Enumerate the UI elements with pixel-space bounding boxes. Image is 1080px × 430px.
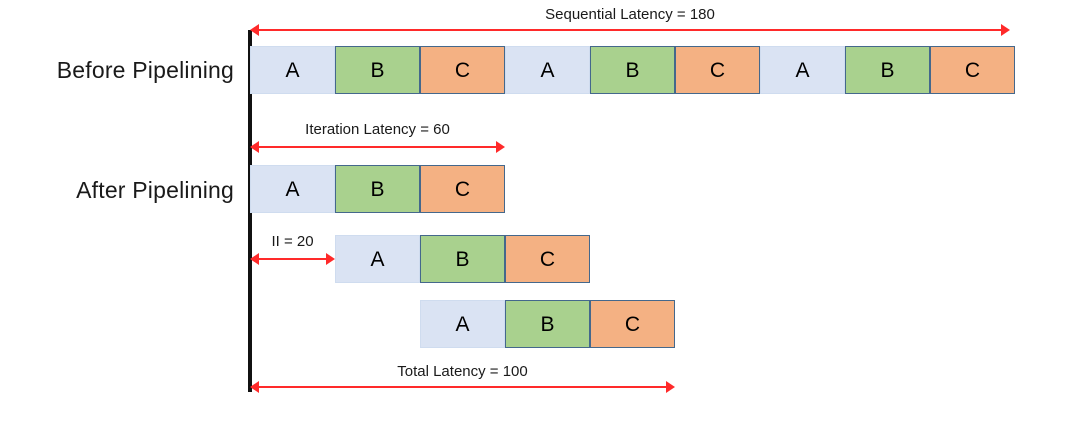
- row-label-after-pipelining: After Pipelining: [76, 177, 234, 203]
- arrow-head-right-icon: [1001, 24, 1010, 36]
- initiation-interval-caption: II = 20: [271, 233, 314, 250]
- stage-box-b: B: [845, 46, 930, 94]
- stage-box-c: C: [590, 300, 675, 348]
- stage-box-c: C: [930, 46, 1015, 94]
- stage-box-c: C: [420, 46, 505, 94]
- arrow-head-left-icon: [250, 141, 259, 153]
- stage-box-b: B: [590, 46, 675, 94]
- arrow-head-right-icon: [326, 253, 335, 265]
- stage-box-a: A: [250, 165, 335, 213]
- stage-box-c: C: [505, 235, 590, 283]
- sequential-latency-caption: Sequential Latency = 180: [545, 6, 715, 23]
- total-latency-caption: Total Latency = 100: [397, 363, 528, 380]
- arrow-head-left-icon: [250, 381, 259, 393]
- arrow-line: [256, 258, 329, 260]
- stage-box-a: A: [760, 46, 845, 94]
- sequential-latency-arrow: [250, 24, 1010, 36]
- initiation-interval-arrow: [250, 253, 335, 265]
- arrow-head-left-icon: [250, 24, 259, 36]
- arrow-line: [256, 386, 669, 388]
- arrow-head-right-icon: [496, 141, 505, 153]
- arrow-head-right-icon: [666, 381, 675, 393]
- stage-box-c: C: [675, 46, 760, 94]
- stage-box-a: A: [505, 46, 590, 94]
- iteration-latency-arrow: [250, 141, 505, 153]
- total-latency-arrow: [250, 381, 675, 393]
- stage-box-a: A: [250, 46, 335, 94]
- stage-box-a: A: [335, 235, 420, 283]
- stage-box-b: B: [335, 165, 420, 213]
- arrow-line: [256, 29, 1004, 31]
- iteration-latency-caption: Iteration Latency = 60: [305, 121, 450, 138]
- arrow-head-left-icon: [250, 253, 259, 265]
- stage-box-a: A: [420, 300, 505, 348]
- stage-box-c: C: [420, 165, 505, 213]
- stage-box-b: B: [420, 235, 505, 283]
- row-label-before-pipelining: Before Pipelining: [56, 57, 234, 83]
- stage-box-b: B: [505, 300, 590, 348]
- stage-box-b: B: [335, 46, 420, 94]
- arrow-line: [256, 146, 499, 148]
